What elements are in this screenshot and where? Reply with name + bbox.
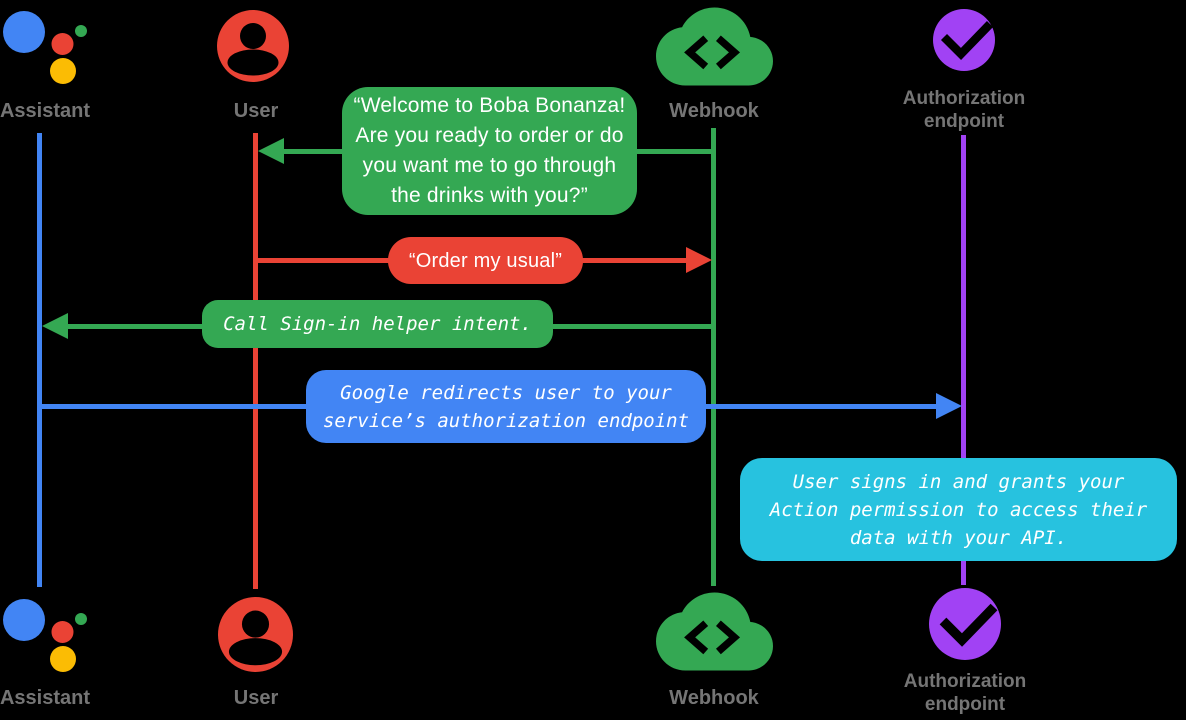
webhook-label-bottom: Webhook [669, 687, 759, 709]
assistant-label-top: Assistant [0, 100, 91, 122]
auth-check-circle-icon-bottom [929, 588, 1001, 660]
grant-permission-bubble: User signs in and grants your Action per… [740, 458, 1177, 561]
redirect-message-bubble: Google redirects user to your service’s … [306, 370, 706, 443]
order-message-bubble: “Order my usual” [388, 237, 583, 284]
webhook-cloud-code-icon-bottom [656, 592, 773, 671]
user-lifeline [253, 133, 258, 589]
auth-endpoint-label-bottom: Authorization endpoint [903, 671, 1027, 715]
assistant-lifeline [37, 133, 42, 587]
user-label-top: User [233, 100, 279, 122]
google-assistant-logo-icon-bottom [3, 599, 87, 672]
webhook-to-user-arrowhead [258, 138, 284, 164]
user-to-webhook-arrowhead [686, 247, 712, 273]
assistant-label-bottom: Assistant [0, 687, 91, 709]
auth-endpoint-lifeline [961, 135, 966, 585]
welcome-message-bubble: “Welcome to Boba Bonanza! Are you ready … [342, 87, 637, 215]
webhook-lifeline [711, 128, 716, 586]
auth-endpoint-label-top: Authorization endpoint [902, 88, 1026, 132]
user-label-bottom: User [233, 687, 279, 709]
user-icon [217, 10, 289, 82]
webhook-label-top: Webhook [669, 100, 759, 122]
auth-check-circle-icon [933, 9, 995, 71]
google-assistant-logo-icon [3, 11, 87, 84]
webhook-to-assistant-arrowhead [42, 313, 68, 339]
assistant-to-auth-arrowhead [936, 393, 962, 419]
signin-intent-bubble: Call Sign-in helper intent. [202, 300, 553, 348]
user-icon-bottom [218, 597, 293, 672]
webhook-cloud-code-icon [656, 7, 773, 86]
